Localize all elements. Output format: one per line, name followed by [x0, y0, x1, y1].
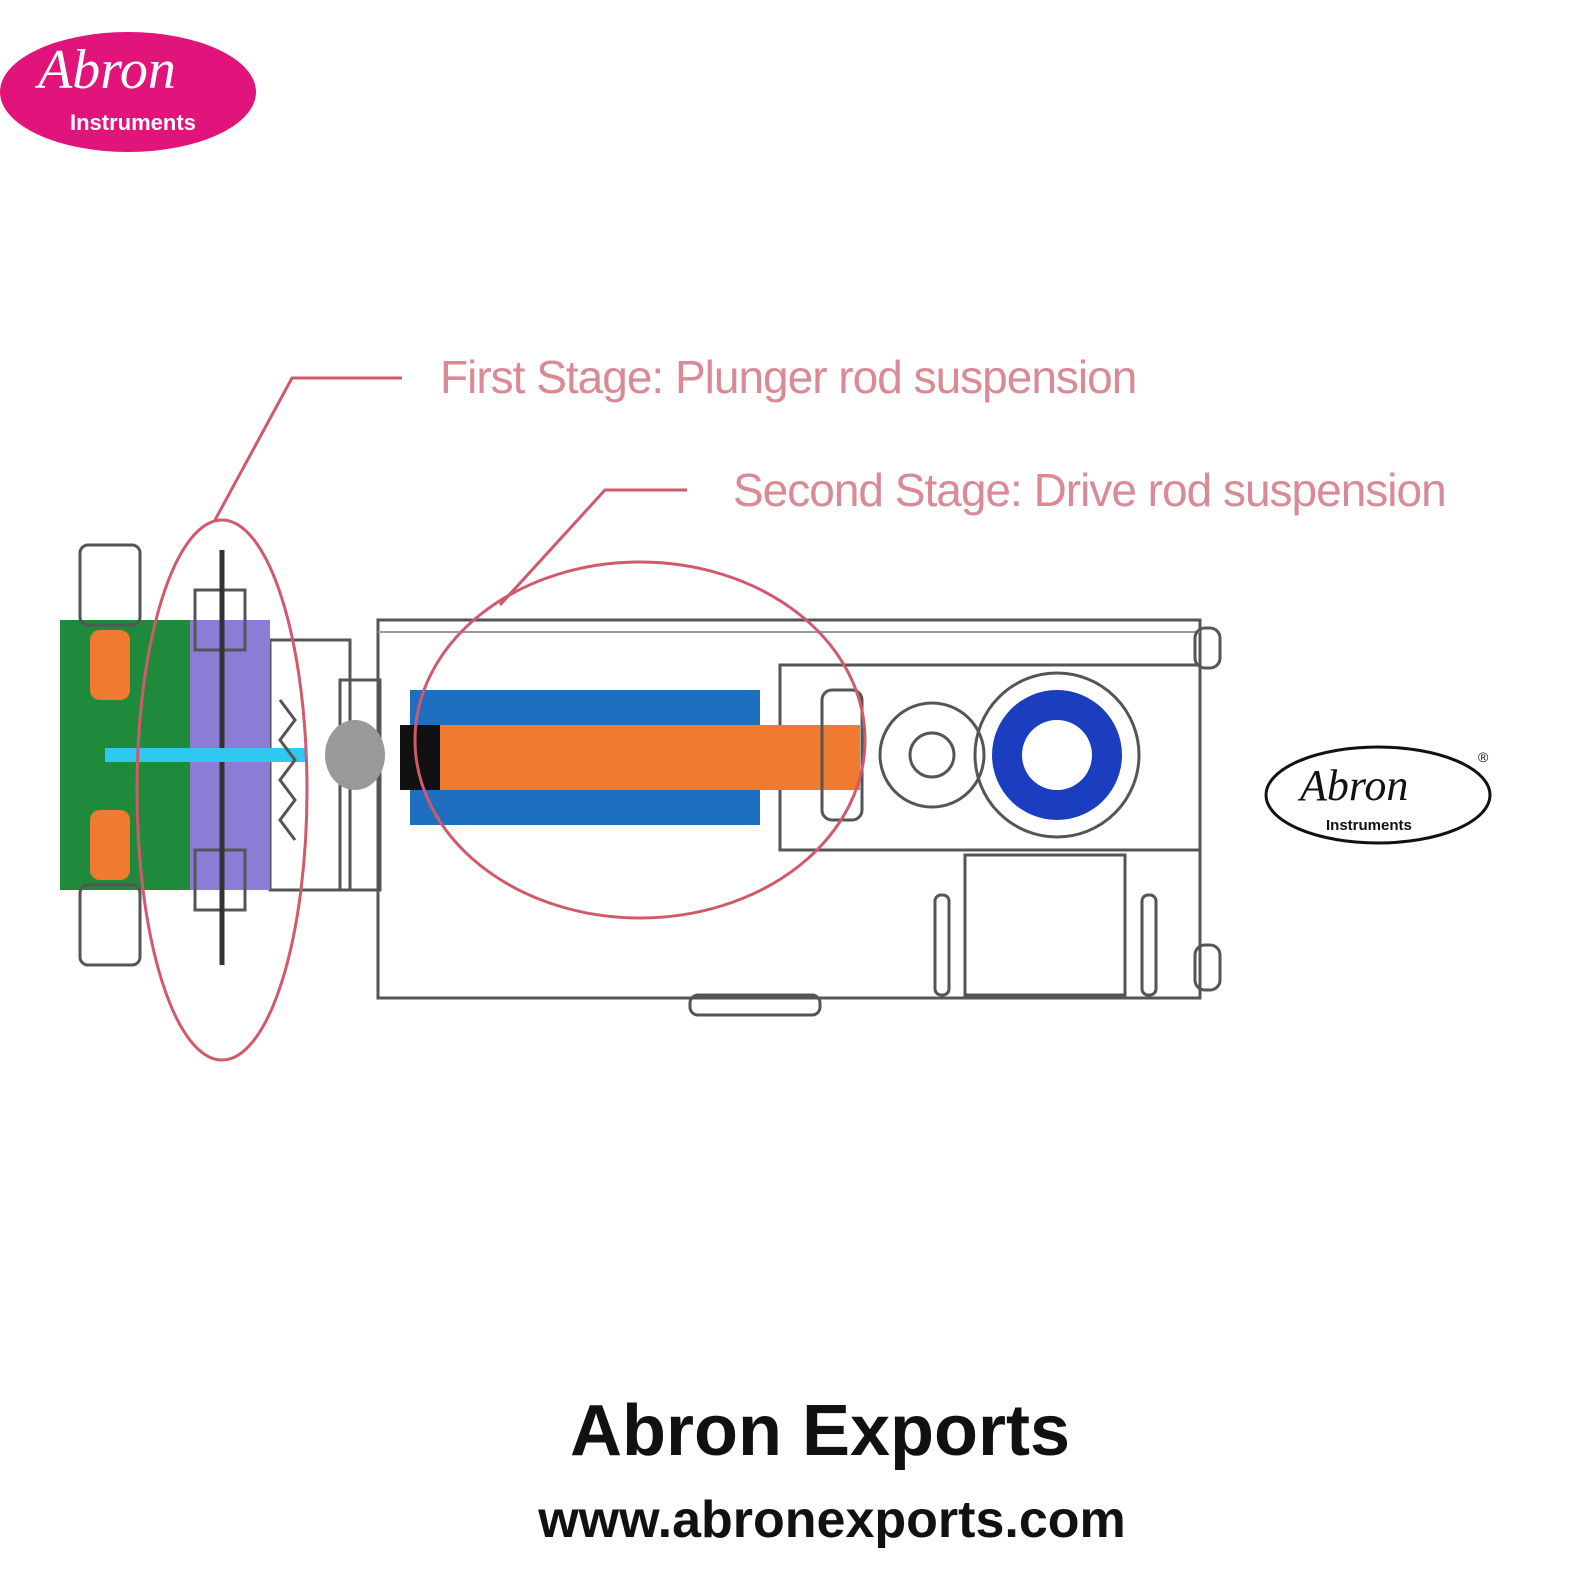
logo-sub-right: Instruments — [1326, 817, 1412, 834]
cam-wheel — [973, 671, 1141, 839]
footer-url[interactable]: www.abronexports.com — [537, 1491, 1126, 1549]
abron-logo-top: Abron Instruments — [0, 32, 256, 152]
pump-head — [60, 543, 385, 967]
logo-brand-right: Abron — [1297, 761, 1408, 810]
logo-sub-top: Instruments — [70, 110, 196, 135]
registered-mark: ® — [1478, 749, 1489, 765]
drive-rod — [400, 688, 864, 825]
label-second-stage: Second Stage: Drive rod suspension — [733, 464, 1446, 516]
footer-title: Abron Exports — [570, 1391, 1070, 1471]
annotation-first-stage — [135, 376, 402, 1062]
label-first-stage: First Stage: Plunger rod suspension — [440, 351, 1136, 403]
logo-brand-top: Abron — [34, 39, 176, 101]
abron-logo-right: Abron Instruments ® — [1264, 745, 1492, 845]
bearing — [878, 701, 986, 809]
annotation-second-stage — [413, 488, 867, 920]
